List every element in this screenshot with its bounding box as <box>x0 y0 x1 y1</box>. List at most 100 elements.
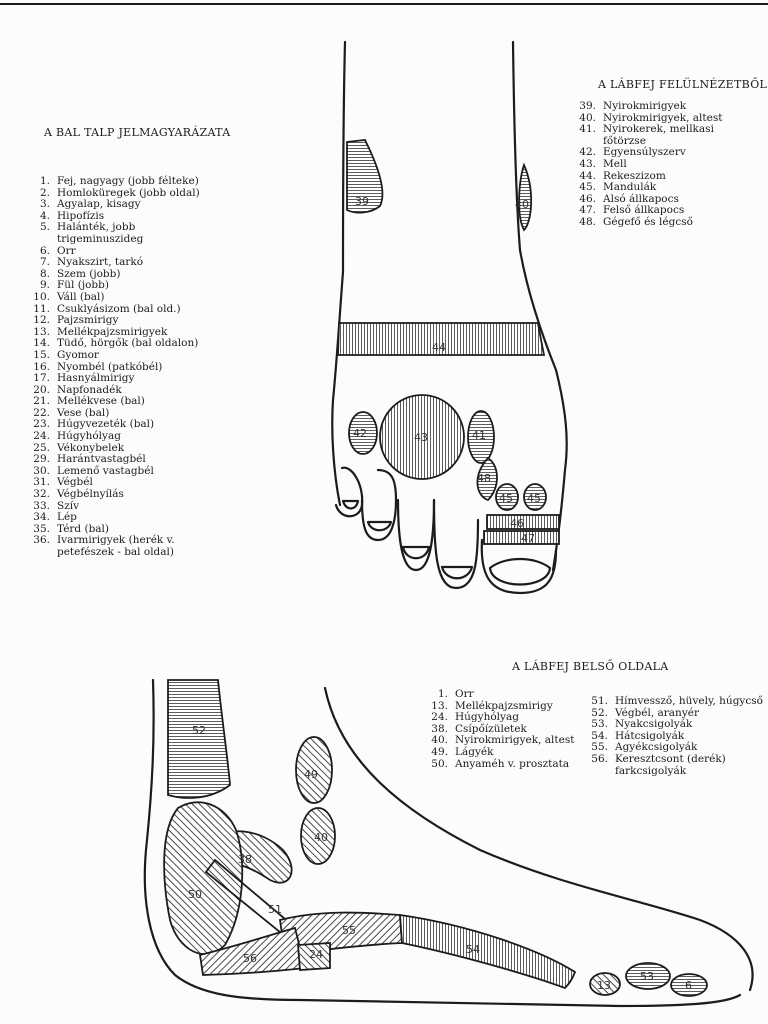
legend-item: 2.Homloküregek (jobb oldal) <box>39 186 200 199</box>
legend-item: 24.Húgyhólyag <box>431 711 519 724</box>
legend-item: 25.Vékonybelek <box>33 441 125 454</box>
legend-item: 50.Anyaméh v. prosztata <box>431 757 570 770</box>
legend-item: 3.Agyalap, kisagy <box>39 198 141 211</box>
toe-3 <box>396 498 436 572</box>
legend-item: 31.Végbél <box>33 476 93 489</box>
label-40b: 40 <box>314 831 328 844</box>
zone-53 <box>625 962 671 990</box>
zone-40b <box>300 807 336 865</box>
legend-item: 7.Nyakszirt, tarkó <box>39 256 144 269</box>
legend-item: 9.Fül (jobb) <box>39 279 109 292</box>
label-38: 38 <box>238 853 252 866</box>
legend-item: 10.Váll (bal) <box>33 290 105 303</box>
legend-item: 22.Vese (bal) <box>33 406 110 419</box>
zone-39 <box>346 139 384 214</box>
label-43: 43 <box>414 431 428 444</box>
foot-top-view <box>331 40 568 595</box>
legend-item: 6.Orr <box>39 244 76 257</box>
legend-item: 16.Nyombél (patkóbél) <box>33 360 163 373</box>
zone-44 <box>337 322 546 356</box>
legend-item: 21.Mellékvese (bal) <box>33 395 145 408</box>
legend-item: 1.Orr <box>437 688 474 700</box>
legend-item: 52.Végbél, aranyér <box>591 706 699 719</box>
foot-side-outline-front <box>323 686 754 992</box>
label-40: 40 <box>515 198 529 211</box>
label-45a: 45 <box>499 492 513 505</box>
legend-item: 15.Gyomor <box>33 348 99 361</box>
zone-13 <box>589 972 621 996</box>
zone-40 <box>518 162 533 232</box>
zone-47 <box>483 530 560 545</box>
zone-labels: 39 40 44 42 43 41 48 45 45 46 47 52 49 4… <box>188 195 692 992</box>
zone-52 <box>167 679 231 799</box>
legend-item: 14.Tüdő, hörgők (bal oldalon) <box>33 337 199 350</box>
zone-42 <box>348 411 378 455</box>
legend-item: 30.Lemenő vastagbél <box>33 464 154 477</box>
toe-4 <box>360 468 398 542</box>
label-45b: 45 <box>527 492 541 505</box>
foot-side-view <box>143 678 754 1008</box>
legend-item: 5.Halánték, jobb trigeminuszideg <box>39 221 144 245</box>
top-view-legend: 39.Nyirokmirigyek 40.Nyirokmirigyek, alt… <box>570 100 723 229</box>
inner-side-title: A LÁBFEJ BELSŐ OLDALA <box>512 660 669 673</box>
legend-item: 32.Végbélnyílás <box>33 488 124 501</box>
label-51: 51 <box>268 903 282 916</box>
legend-item: 40.Nyirokmirigyek, altest <box>431 734 575 747</box>
inner-side-legend-left: 1.Orr 13.Mellékpajzsmirigy 24.Húgyhólyag… <box>422 688 575 770</box>
legend-item: 23.Húgyvezeték (bal) <box>33 418 155 431</box>
toe-big-nail <box>488 558 552 586</box>
label-24: 24 <box>309 948 323 961</box>
toe-2 <box>432 498 480 590</box>
foot-top-outline-right <box>511 40 568 572</box>
label-50: 50 <box>188 888 202 901</box>
label-44: 44 <box>432 341 446 354</box>
label-6: 6 <box>685 979 692 992</box>
legend-item: 34.Lép <box>33 511 77 524</box>
legend-item: 13.Mellékpajzsmirigy <box>431 699 553 712</box>
legend-item: 24.Húgyhólyag <box>33 430 121 443</box>
legend-item: 49.Lágyék <box>431 745 494 758</box>
legend-item: 17.Hasnyálmirigy <box>33 372 135 385</box>
legend-item: 11.Csuklyásizom (bal old.) <box>33 302 181 315</box>
top-view-title: A LÁBFEJ FELÜLNÉZETBŐL <box>598 78 768 91</box>
legend-item: 41.Nyirokerek, mellkasi főtörzse <box>579 123 714 147</box>
label-46: 46 <box>510 517 524 530</box>
label-49: 49 <box>304 768 318 781</box>
legend-item: 55.Agyékcsigolyák <box>591 741 698 754</box>
foot-top-outline <box>331 40 347 507</box>
toe-5-nail <box>341 499 360 510</box>
toe-4-nail <box>366 520 393 532</box>
label-39: 39 <box>355 195 369 208</box>
label-41: 41 <box>472 429 486 442</box>
label-42: 42 <box>353 427 367 440</box>
legend-item: 36.Ivarmirigyek (herék v. petefészek - b… <box>33 534 175 558</box>
legend-item: 12.Pajzsmirigy <box>33 314 119 327</box>
legend-item: 46.Alsó állkapocs <box>579 192 679 205</box>
label-52: 52 <box>192 724 206 737</box>
legend-item: 38.Csípőízületek <box>431 722 527 735</box>
label-48: 48 <box>477 472 491 485</box>
zone-43 <box>379 394 465 480</box>
legend-item: 29.Harántvastagbél <box>33 453 146 466</box>
zone-45b <box>523 483 547 511</box>
zone-50 <box>163 801 244 955</box>
legend-item: 43.Mell <box>579 157 627 170</box>
legend-item: 20.Napfonadék <box>33 383 122 396</box>
zone-45a <box>495 483 519 511</box>
legend-item: 53.Nyakcsigolyák <box>591 718 693 731</box>
toe-big <box>480 538 558 595</box>
zone-6 <box>670 973 708 997</box>
legend-item: 47.Felső állkapocs <box>579 204 685 217</box>
legend-item: 4.Hipofízis <box>39 209 105 222</box>
legend-item: 33.Szív <box>33 499 80 512</box>
sole-legend: 1.Fej, nagyagy (jobb félteke) 2.Homlokür… <box>24 175 200 559</box>
legend-item: 13.Mellékpajzsmirigyek <box>33 325 168 338</box>
label-55: 55 <box>342 924 356 937</box>
legend-item: 51.Hímvessző, hüvely, húgycső <box>591 695 763 707</box>
legend-item: 8.Szem (jobb) <box>39 267 121 280</box>
legend-item: 40.Nyirokmirigyek, altest <box>579 111 723 124</box>
legend-item: 48.Gégefő és légcső <box>579 215 693 228</box>
toe-3-nail <box>401 545 431 560</box>
